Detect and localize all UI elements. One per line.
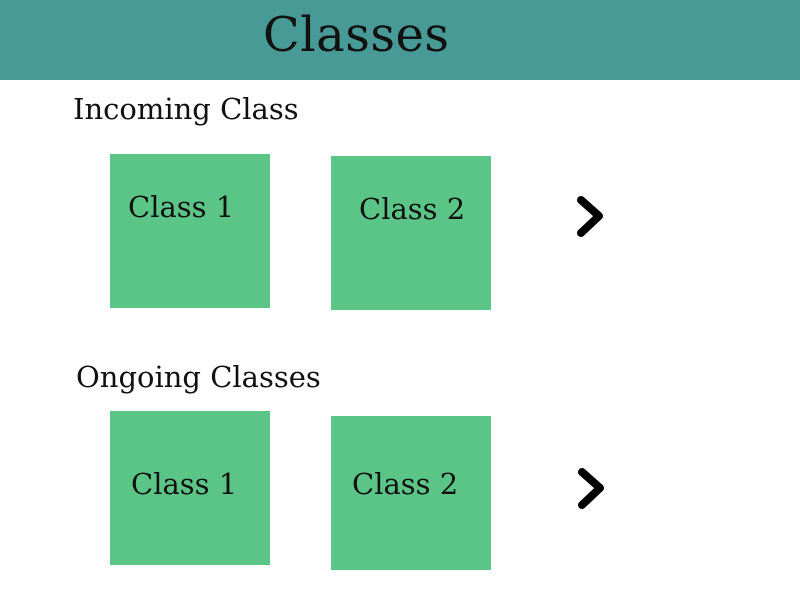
class-card-label: Class 1 — [131, 467, 238, 501]
ongoing-class-card-2[interactable]: Class 2 — [331, 416, 491, 570]
class-card-label: Class 2 — [352, 467, 459, 501]
section-title-incoming: Incoming Class — [73, 92, 299, 126]
ongoing-next-button[interactable] — [571, 458, 611, 518]
header-bar: Classes — [0, 0, 800, 80]
chevron-right-icon — [577, 196, 603, 237]
ongoing-class-card-1[interactable]: Class 1 — [110, 411, 270, 565]
incoming-class-card-2[interactable]: Class 2 — [331, 156, 491, 310]
section-title-ongoing: Ongoing Classes — [76, 360, 321, 394]
class-card-label: Class 2 — [359, 192, 466, 226]
page-title: Classes — [263, 7, 450, 63]
incoming-class-card-1[interactable]: Class 1 — [110, 154, 270, 308]
chevron-right-icon — [578, 468, 604, 509]
incoming-next-button[interactable] — [570, 186, 610, 246]
class-card-label: Class 1 — [128, 190, 235, 224]
